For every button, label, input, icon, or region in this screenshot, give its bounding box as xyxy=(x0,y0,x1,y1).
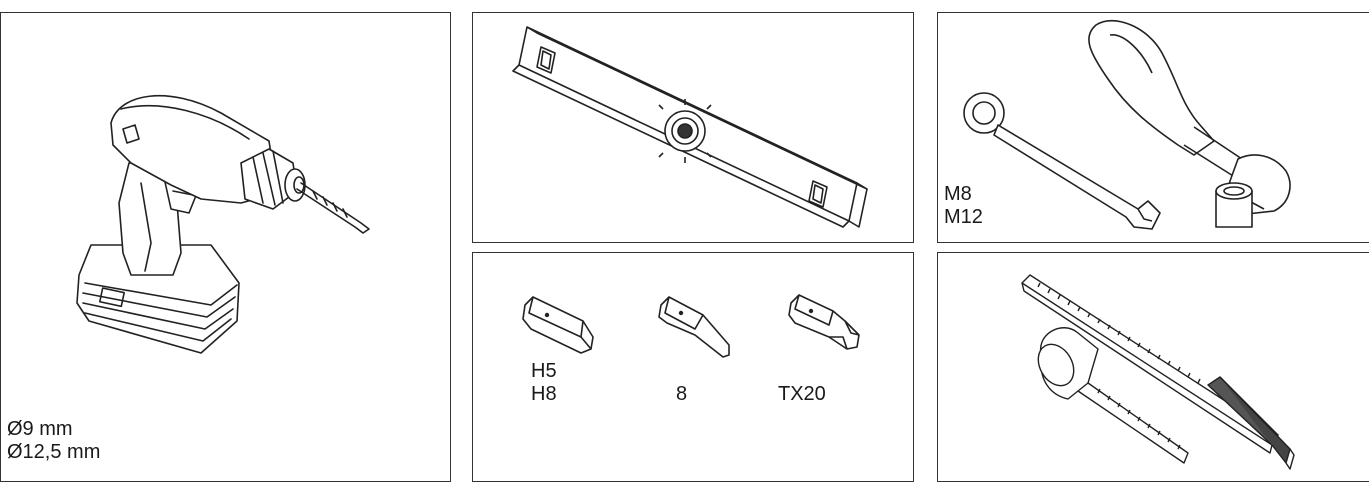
bit-label-group: TX20 xyxy=(778,383,826,406)
panel-bits: H5 H8 8 TX20 xyxy=(472,252,914,482)
bit-label-group: H5 H8 xyxy=(531,360,557,406)
torx-bit-icon xyxy=(788,294,860,350)
screwdriver-bits xyxy=(522,294,860,358)
wrench-and-socket-icon xyxy=(963,20,1291,230)
slotted-bit-icon xyxy=(658,296,730,358)
spirit-level-icon xyxy=(512,26,868,228)
cordless-drill-icon xyxy=(76,94,370,354)
panel-drill: Ø9 mm Ø12,5 mm xyxy=(0,12,451,482)
wrench-size-label: M12 xyxy=(944,206,983,228)
panel-level xyxy=(472,12,914,243)
bit-label-group: 8 xyxy=(676,383,687,406)
drill-size-label: Ø12,5 mm xyxy=(7,441,101,463)
bit-label: 8 xyxy=(676,383,688,405)
bit-label: H5 xyxy=(531,360,557,382)
wrench-sizes: M8 M12 xyxy=(944,183,983,229)
drill-size-label: Ø9 mm xyxy=(7,418,73,440)
ruler-and-tape-measure-icon xyxy=(1021,274,1295,470)
bit-label: H8 xyxy=(531,383,557,405)
panel-wrenches: M8 M12 xyxy=(937,12,1369,243)
drill-sizes: Ø9 mm Ø12,5 mm xyxy=(7,418,100,464)
hex-bit-icon xyxy=(522,296,594,354)
panel-measure xyxy=(937,252,1369,482)
wrench-size-label: M8 xyxy=(944,183,972,205)
bit-label: TX20 xyxy=(778,383,826,405)
